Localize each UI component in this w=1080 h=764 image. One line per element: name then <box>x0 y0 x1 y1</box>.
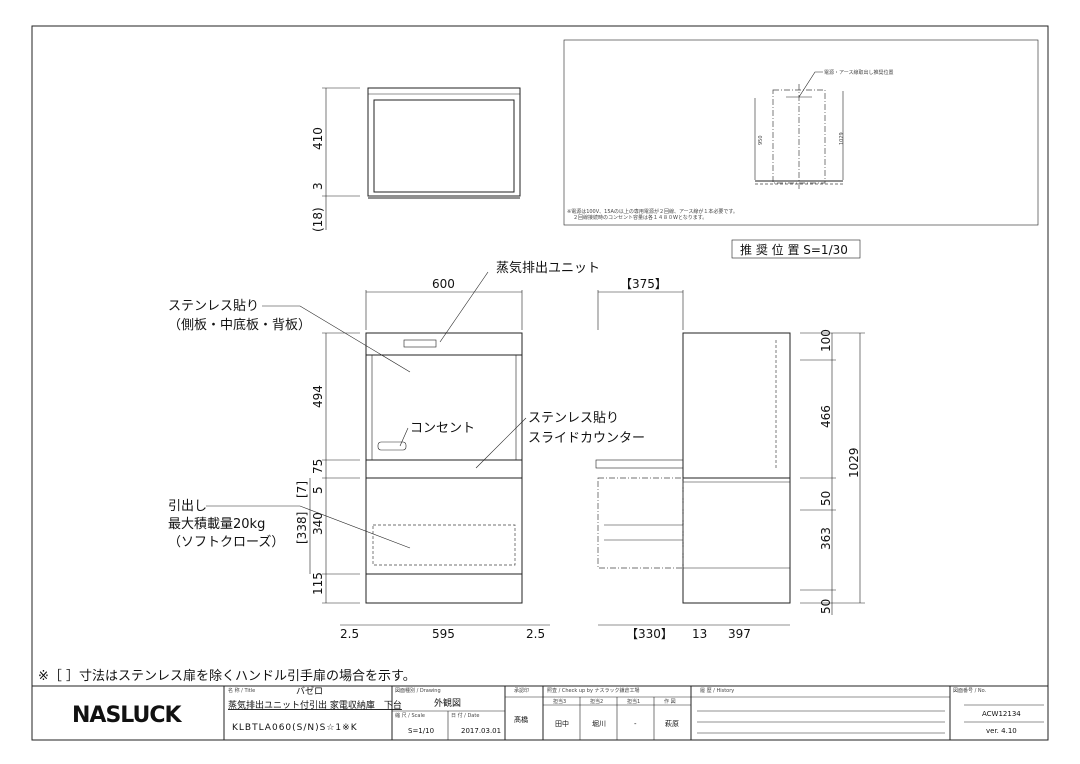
dim-466: 466 <box>819 405 833 428</box>
check-col-2: 担当2 <box>590 698 603 705</box>
dim-950: 950 <box>758 135 764 145</box>
dim-363: 363 <box>819 527 833 550</box>
product-name: バゼロ <box>296 685 323 697</box>
dim-1029-box: 1029 <box>839 132 845 145</box>
label-stainless-2: ステンレス貼り <box>528 411 619 426</box>
scale-label: 縮 尺 / Scale <box>395 712 425 719</box>
label-slide-counter: スライドカウンター <box>528 431 645 446</box>
dim-bracket-7: [7] <box>295 481 309 498</box>
drafter: 萩原 <box>665 719 679 728</box>
checker-3: - <box>634 720 637 728</box>
checker-1: 田中 <box>555 719 569 728</box>
title-label: 名 称 / Title <box>228 687 255 694</box>
drawing-type: 外観図 <box>434 697 461 709</box>
power-note-2: ２回線接続時のコンセント容量は各１４８０Wとなります。 <box>573 214 707 221</box>
footnote: ※［ ］寸法はステンレス扉を除くハンドル引手扉の場合を示す。 <box>38 668 416 684</box>
top-view: 410 3 (18) <box>311 87 521 232</box>
approval-label: 承認印 <box>514 687 529 694</box>
outlet-callout: 電源・アース線取出し推奨位置 <box>824 69 893 76</box>
box-caption: 推 奨 位 置 S=1/30 <box>740 242 848 257</box>
power-note-1: ※電源は100V、15Aの以上の専用電源が２回線、アース線が１本必要です。 <box>567 208 738 215</box>
date-label: 日 付 / Date <box>451 712 479 719</box>
approver: 髙橋 <box>514 715 528 724</box>
history-label: 履 歴 / History <box>700 688 734 694</box>
dim-397: 397 <box>728 627 751 641</box>
label-steam-unit: 蒸気排出ユニット <box>496 260 600 276</box>
label-soft-close: （ソフトクローズ） <box>168 534 284 550</box>
label-max-load: 最大積載量20kg <box>168 517 265 532</box>
dim-3: 3 <box>311 182 325 190</box>
dim-595: 595 <box>432 627 455 641</box>
version: ver. 4.10 <box>986 727 1017 735</box>
check-col-1: 担当3 <box>553 698 566 705</box>
title-block: NASLUCK 名 称 / Title バゼロ 蒸気排出ユニット付引出 家電収納… <box>31 685 1049 741</box>
dim-left-gap: 2.5 <box>340 627 359 641</box>
dim-1029: 1029 <box>847 447 861 478</box>
dim-18: (18) <box>311 207 325 232</box>
product-desc: 蒸気排出ユニット付引出 家電収納庫 下台 <box>228 699 402 711</box>
checker-2: 堀川 <box>592 719 606 728</box>
dim-13: 13 <box>692 627 707 641</box>
front-view: 600 494 75 5 340 115 [7] [338] 2.5 595 2… <box>168 260 645 641</box>
check-col-3: 担当1 <box>627 698 640 705</box>
label-stainless-1: ステンレス貼り <box>168 299 259 314</box>
dim-100: 100 <box>819 329 833 352</box>
side-view: 【375】 【330】 13 397 100 466 50 363 50 102… <box>595 277 865 641</box>
check-label: 照査 / Check up by ナスラック鎌倉工場 <box>547 687 640 694</box>
drawing-number: ACW12134 <box>982 710 1021 718</box>
dim-50b: 50 <box>819 599 833 614</box>
drawing-label: 図面種別 / Drawing <box>395 687 441 694</box>
dim-5: 5 <box>311 486 325 494</box>
number-label: 図面番号 / No. <box>953 687 987 694</box>
model-number: KLBTLA060(S/N)S☆1※K <box>232 723 358 733</box>
label-outlet: コンセント <box>410 421 475 436</box>
dim-right-gap: 2.5 <box>526 627 545 641</box>
dim-340: 340 <box>311 512 325 535</box>
dim-bracket-338: [338] <box>295 512 309 544</box>
label-stainless-1b: （側板・中底板・背板） <box>168 317 311 333</box>
dim-600: 600 <box>432 277 455 291</box>
check-col-4: 作 図 <box>664 698 676 705</box>
dim-50a: 50 <box>819 491 833 506</box>
dim-410: 410 <box>311 127 325 150</box>
dim-115: 115 <box>311 572 325 595</box>
dim-75: 75 <box>311 459 325 474</box>
dim-330: 【330】 <box>626 627 673 641</box>
power-position-box: 電源・アース線取出し推奨位置 950 1029 ※電源は100V、15Aの以上の… <box>563 39 1039 259</box>
dim-494: 494 <box>311 385 325 408</box>
scale-value: S=1/10 <box>408 727 434 735</box>
dim-375: 【375】 <box>620 277 667 291</box>
label-drawer: 引出し <box>168 499 207 514</box>
nasluck-logo: NASLUCK <box>72 703 183 728</box>
date-value: 2017.03.01 <box>461 727 501 735</box>
